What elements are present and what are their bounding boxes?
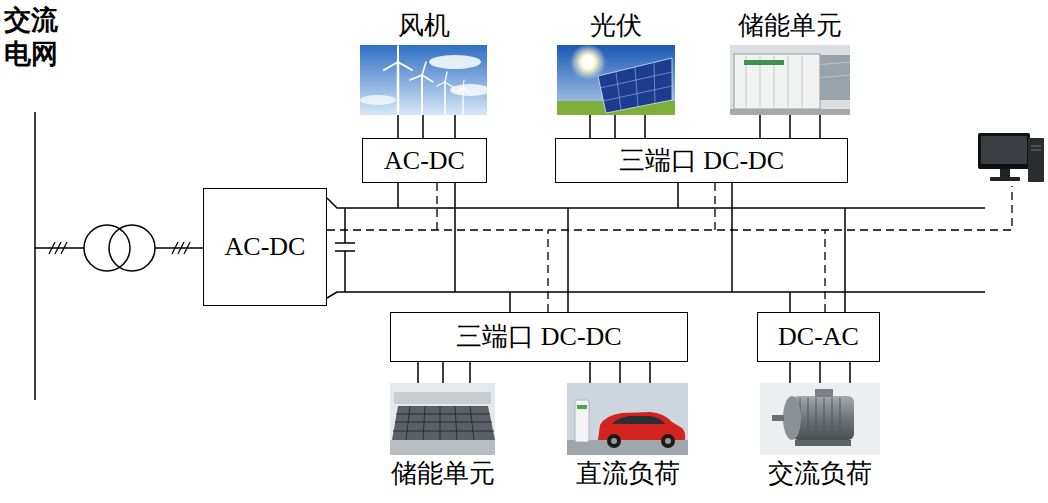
picture-area xyxy=(760,383,880,455)
converter-label: 三端口 DC-DC xyxy=(619,145,784,176)
picture-caption-text: 交流负荷 xyxy=(768,458,872,489)
dc-bus xyxy=(327,198,985,298)
power-wire xyxy=(590,115,645,138)
picture-caption: 风机 xyxy=(360,7,487,45)
picture-caption: 交流负荷 xyxy=(760,455,880,493)
grid-line xyxy=(35,112,203,400)
motor-photo xyxy=(760,383,880,455)
picture-caption-text: 风机 xyxy=(398,10,450,41)
converter-box: AC-DC xyxy=(362,138,487,183)
converter-box: DC-AC xyxy=(757,312,880,362)
picture-area xyxy=(390,383,495,455)
converter-box: 三端口 DC-DC xyxy=(555,138,848,183)
picture-area xyxy=(730,45,850,115)
wind-turbine-photo xyxy=(360,45,490,115)
dc-load: 直流负荷 xyxy=(567,383,688,493)
power-wire xyxy=(760,115,820,138)
converter-box: AC-DC xyxy=(203,188,327,306)
converter-label: DC-AC xyxy=(778,321,859,352)
converter-label: AC-DC xyxy=(384,145,465,176)
picture-caption-text: 储能单元 xyxy=(391,458,495,489)
picture-caption: 光伏 xyxy=(557,7,675,45)
storage-unit: 储能单元 xyxy=(390,383,495,493)
picture-caption: 直流负荷 xyxy=(567,455,688,493)
picture-caption: 储能单元 xyxy=(390,455,495,493)
power-wire xyxy=(398,115,455,138)
pv-panel-photo xyxy=(557,44,675,115)
storage-container-photo xyxy=(730,45,850,115)
converter-box: 三端口 DC-DC xyxy=(390,312,688,362)
grid-bus xyxy=(34,112,36,400)
converter-label: AC-DC xyxy=(225,231,306,262)
comm-line xyxy=(327,183,1012,312)
picture-caption-text: 光伏 xyxy=(590,10,642,41)
picture-caption-text: 储能单元 xyxy=(738,10,842,41)
power-wire xyxy=(590,362,650,383)
picture-area xyxy=(567,383,688,455)
picture-caption: 储能单元 xyxy=(730,7,850,45)
ev-charging-photo xyxy=(567,383,688,455)
picture-caption-text: 直流负荷 xyxy=(576,458,680,489)
transformer-symbol xyxy=(84,225,155,271)
picture-area xyxy=(360,45,487,115)
picture-area xyxy=(557,45,675,115)
three-phase-mark xyxy=(49,242,190,254)
converter-label: 三端口 DC-DC xyxy=(456,321,621,352)
capacitor-symbol xyxy=(335,208,355,292)
grid-label: 交流 电网 xyxy=(4,4,62,72)
ac-load: 交流负荷 xyxy=(760,383,880,493)
wind-turbine: 风机 xyxy=(360,7,487,115)
bus-tap-wire xyxy=(398,183,845,312)
power-wire xyxy=(790,362,850,383)
battery-storage-photo xyxy=(390,383,495,455)
computer-icon xyxy=(978,133,1044,182)
power-wire xyxy=(418,362,470,383)
storage-unit: 储能单元 xyxy=(730,7,850,115)
feeder-wire xyxy=(35,247,84,249)
pv-array: 光伏 xyxy=(557,7,675,115)
feeder-wire xyxy=(155,247,203,249)
